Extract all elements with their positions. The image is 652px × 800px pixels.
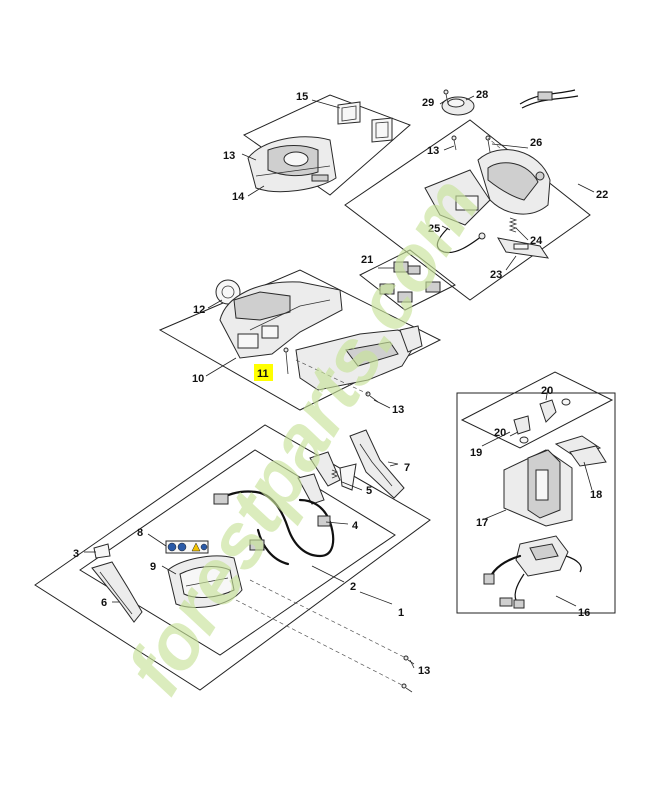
callout-17: 17 (476, 517, 488, 529)
callout-29: 29 (422, 97, 434, 109)
callout-26: 26 (530, 137, 542, 149)
callout-25: 25 (428, 223, 440, 235)
part-15-filter-pads (337, 101, 393, 143)
part-20-clips (513, 398, 571, 444)
part-18-brackets (554, 435, 607, 467)
callout-16: 16 (578, 607, 590, 619)
watermark: forestparts.com (110, 162, 497, 709)
callout-10: 10 (192, 373, 204, 385)
callout-6: 6 (101, 597, 107, 609)
frame-assembly-2 (79, 449, 396, 656)
callout-4: 4 (352, 520, 359, 532)
callout-20-top: 20 (541, 385, 553, 397)
callout-3: 3 (73, 548, 79, 560)
callout-12: 12 (193, 304, 205, 316)
frame-filters-21 (359, 249, 456, 311)
callout-19: 19 (470, 447, 482, 459)
part-23-trigger (497, 237, 550, 259)
part-8-label (165, 540, 209, 554)
part-5-trigger-components (297, 451, 357, 505)
part-16-control-unit (483, 535, 582, 609)
callout-18: 18 (590, 489, 602, 501)
part-25-wire (436, 227, 486, 254)
callout-24: 24 (530, 235, 543, 247)
frame-assembly-1 (34, 424, 431, 691)
part-22-rear-handle (424, 149, 551, 226)
callout-1: 1 (398, 607, 404, 619)
frame-electronics-16 (456, 392, 616, 614)
leader-lines (84, 95, 595, 669)
part-17-holder (503, 449, 573, 527)
part-10-housing (219, 281, 343, 359)
callout-23: 23 (490, 269, 502, 281)
part-4-wire-harness (213, 490, 335, 566)
callout-2: 2 (350, 581, 356, 593)
frame-handle-22 (344, 119, 591, 301)
part-28-knob (441, 96, 475, 116)
callout-8: 8 (137, 527, 143, 539)
lower-shroud (295, 325, 423, 391)
callout-5: 5 (366, 485, 372, 497)
highlight-callout-11 (254, 364, 273, 381)
cable-top-right (519, 89, 579, 109)
callout-13-bottom: 13 (418, 665, 430, 677)
callout-22: 22 (596, 189, 608, 201)
part-21-filter-elements (379, 261, 441, 303)
part-7-handle-half (349, 429, 405, 499)
callout-13-shroud: 13 (392, 404, 404, 416)
callout-labels: 1 2 3 4 5 6 7 8 9 10 11 12 13 13 13 13 1… (73, 89, 608, 677)
part-3-pad (93, 543, 111, 559)
callout-11: 11 (257, 368, 269, 380)
part-24-spring (508, 217, 518, 233)
part-9-side-cover (167, 555, 243, 608)
callout-15: 15 (296, 91, 308, 103)
part-29-pin (443, 89, 449, 105)
frame-holder-19 (460, 371, 614, 449)
callout-14: 14 (232, 191, 245, 203)
callout-13-top: 13 (223, 150, 235, 162)
part-11-pin (283, 347, 289, 375)
part-6-front-handle (91, 561, 143, 623)
callout-28: 28 (476, 89, 488, 101)
callout-20-mid: 20 (494, 427, 506, 439)
part-14-top-cover (247, 136, 337, 193)
callout-7: 7 (404, 462, 410, 474)
projection-lines (235, 137, 501, 687)
screws-13-bottom (401, 655, 415, 693)
callout-9: 9 (150, 561, 156, 573)
callout-13-handle: 13 (427, 145, 439, 157)
callout-21: 21 (361, 254, 373, 266)
screw-13-handle (451, 135, 457, 151)
